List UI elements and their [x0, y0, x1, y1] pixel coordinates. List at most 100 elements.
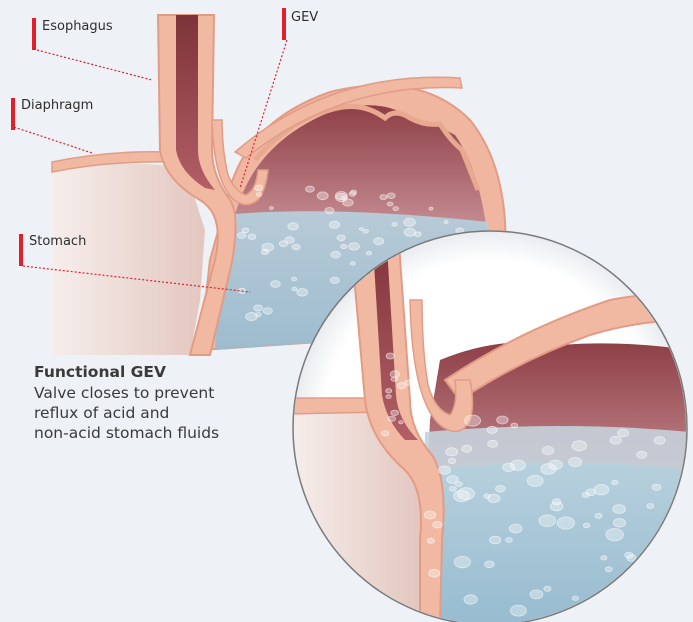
body-tissue	[52, 163, 205, 355]
bubble	[449, 486, 456, 491]
bubble	[652, 484, 661, 490]
bubble	[618, 429, 629, 437]
bubble	[490, 536, 501, 544]
bubble	[285, 237, 294, 244]
bubble	[374, 238, 384, 245]
caption-line: reflux of acid and	[34, 403, 294, 423]
esophagus-marker	[32, 18, 36, 50]
bubble	[350, 262, 355, 265]
bubble	[488, 440, 498, 447]
stomach-label: Stomach	[29, 234, 86, 249]
bubble	[292, 244, 300, 250]
bubble	[625, 552, 633, 558]
bubble	[485, 561, 495, 568]
bubble	[263, 308, 272, 315]
bubble	[446, 448, 458, 456]
bubble	[458, 488, 475, 500]
bubble	[341, 244, 347, 248]
bubble	[676, 580, 691, 591]
bubble	[503, 463, 515, 472]
bubble	[331, 251, 341, 258]
bubble	[544, 586, 551, 591]
bubble	[670, 535, 680, 542]
stomach-marker	[19, 234, 23, 266]
bubble	[530, 590, 543, 599]
bubble	[497, 416, 508, 424]
bubble	[380, 195, 387, 200]
bubble	[613, 519, 625, 528]
bubble	[424, 511, 436, 519]
bubble	[542, 446, 554, 454]
bubble	[527, 475, 543, 486]
esophagus-leader	[37, 50, 152, 80]
bubble	[386, 395, 391, 399]
bubble	[366, 251, 371, 255]
bubble	[539, 515, 556, 527]
bubble	[255, 185, 263, 191]
bubble	[668, 533, 676, 538]
bubble	[329, 221, 339, 228]
bubble	[388, 416, 395, 421]
bubble	[601, 556, 607, 560]
esophagus-label: Esophagus	[42, 19, 113, 34]
bubble	[572, 441, 587, 451]
bubble	[511, 605, 527, 616]
bubble	[550, 502, 563, 511]
caption-line: non-acid stomach fluids	[34, 423, 294, 443]
bubble	[391, 410, 399, 415]
bubble	[393, 207, 399, 211]
bubble	[454, 556, 470, 567]
bubble	[248, 234, 256, 239]
bubble	[363, 230, 368, 234]
bubble	[617, 596, 628, 604]
diaphragm-leader	[14, 127, 92, 153]
bubble	[666, 573, 677, 581]
bubble	[343, 199, 353, 206]
bubble	[511, 423, 518, 428]
bubble	[613, 505, 626, 514]
bubble	[651, 601, 662, 608]
bubble	[647, 504, 654, 509]
bubble	[595, 513, 602, 518]
bubble	[255, 313, 261, 317]
bubble	[429, 569, 440, 577]
bubble	[654, 437, 665, 445]
bubble	[306, 186, 315, 192]
bubble	[433, 521, 442, 528]
bubble	[509, 524, 522, 533]
bubble	[593, 602, 609, 614]
bubble	[418, 406, 422, 409]
bubble	[405, 380, 413, 385]
bubble	[572, 596, 578, 600]
bubble	[605, 567, 612, 572]
bubble	[254, 305, 263, 311]
gev-label: GEV	[291, 10, 318, 25]
bubble	[637, 451, 647, 458]
diaphragm-marker	[11, 98, 15, 130]
bubble	[419, 416, 429, 423]
bubble	[583, 523, 590, 528]
bubble	[292, 287, 297, 291]
bubble	[427, 538, 434, 543]
bubble	[656, 533, 667, 541]
bubble	[292, 277, 297, 281]
bubble	[484, 494, 490, 498]
bubble	[487, 426, 497, 433]
bubble	[297, 289, 308, 297]
bubble	[359, 228, 363, 231]
gev-marker	[282, 8, 286, 40]
bubble	[387, 202, 393, 206]
bubble	[261, 249, 268, 254]
bubble	[455, 482, 462, 487]
bubble	[439, 466, 451, 474]
bubble	[386, 389, 392, 393]
bubble	[330, 277, 339, 283]
bubble	[392, 222, 397, 226]
bubble	[506, 538, 513, 543]
bubble	[381, 431, 389, 436]
bubble	[237, 232, 246, 238]
bubble	[386, 353, 394, 359]
bubble	[399, 421, 404, 424]
caption: Functional GEV Valve closes to prevent r…	[34, 362, 294, 443]
